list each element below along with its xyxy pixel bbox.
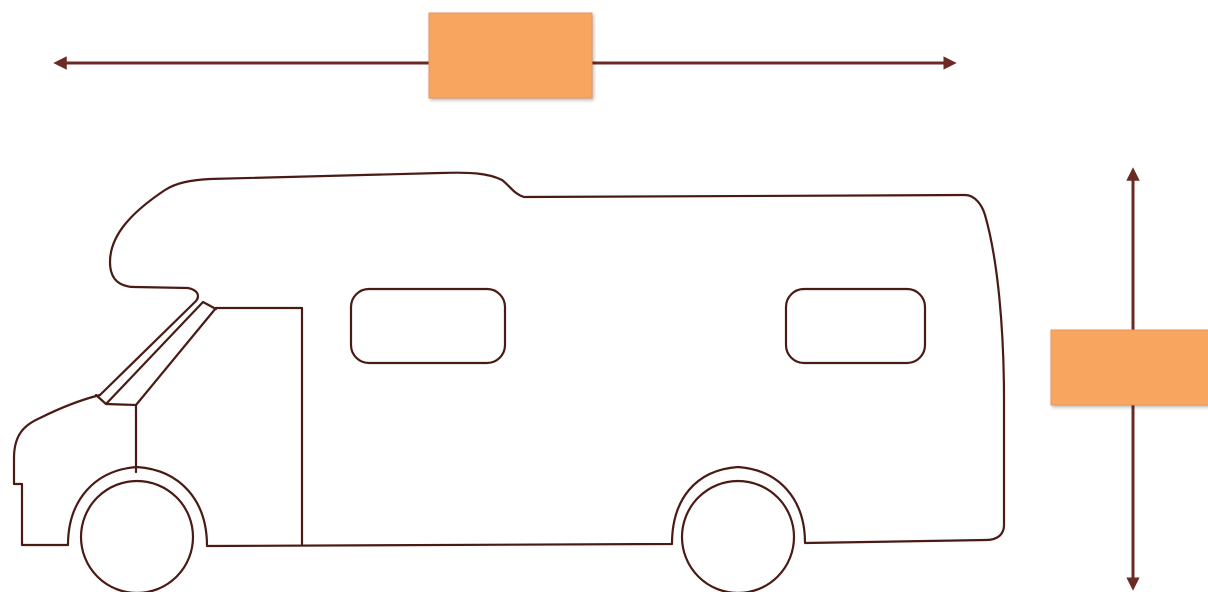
side-window-front [351, 289, 505, 363]
front-wheel [81, 481, 193, 592]
motorhome-outline [14, 173, 1004, 592]
height-label-box [1051, 330, 1208, 405]
length-dimension [60, 13, 950, 98]
motorhome-body [14, 173, 1004, 546]
length-label-box [429, 13, 592, 98]
side-window-rear [786, 289, 925, 363]
cab-door [136, 308, 302, 544]
rear-wheel [682, 481, 794, 592]
windshield [96, 302, 216, 405]
height-dimension [1051, 174, 1208, 584]
